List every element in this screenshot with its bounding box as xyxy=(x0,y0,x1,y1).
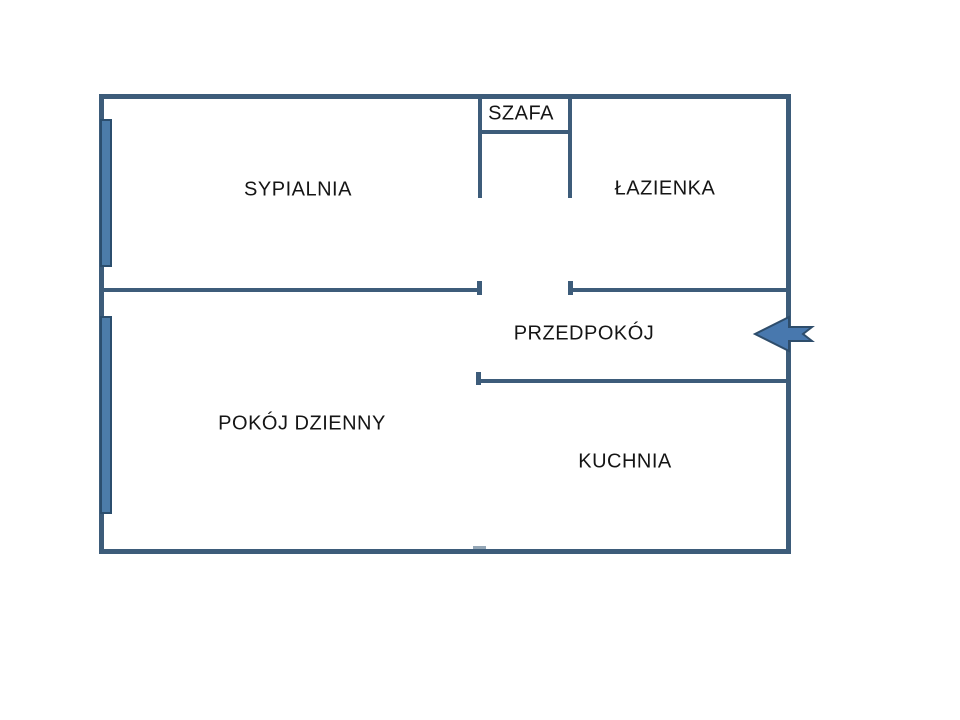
door-jamb-tick-mid-left xyxy=(477,281,482,295)
wall-przedpokoj-bottom xyxy=(477,379,791,383)
wall-szafa-bottom xyxy=(478,130,572,134)
room-label-szafa: SZAFA xyxy=(488,102,554,125)
door-jamb-tick-przedpokoj xyxy=(476,372,481,385)
left-arrow-icon xyxy=(752,315,815,353)
entrance-arrow xyxy=(752,315,815,353)
room-label-przedpokoj: PRZEDPOKÓJ xyxy=(513,322,655,345)
door-jamb-tick-bottom-wall xyxy=(473,546,486,550)
wall-top xyxy=(99,94,791,99)
wall-mid-left-segment xyxy=(99,288,482,292)
room-label-lazienka: ŁAZIENKA xyxy=(614,177,716,200)
wall-mid-right-segment xyxy=(568,288,791,292)
room-label-sypialnia: SYPIALNIA xyxy=(244,178,352,201)
window-pokoj-dzienny xyxy=(100,316,112,514)
wall-bottom xyxy=(99,549,791,554)
room-label-kuchnia: KUCHNIA xyxy=(578,450,672,473)
wall-szafa-right xyxy=(568,94,572,198)
wall-szafa-left xyxy=(478,94,482,198)
door-jamb-tick-mid-right xyxy=(568,281,573,295)
room-label-pokoj-dzienny: POKÓJ DZIENNY xyxy=(218,412,386,435)
window-sypialnia xyxy=(100,119,112,267)
entrance-arrow-icon xyxy=(752,315,815,353)
